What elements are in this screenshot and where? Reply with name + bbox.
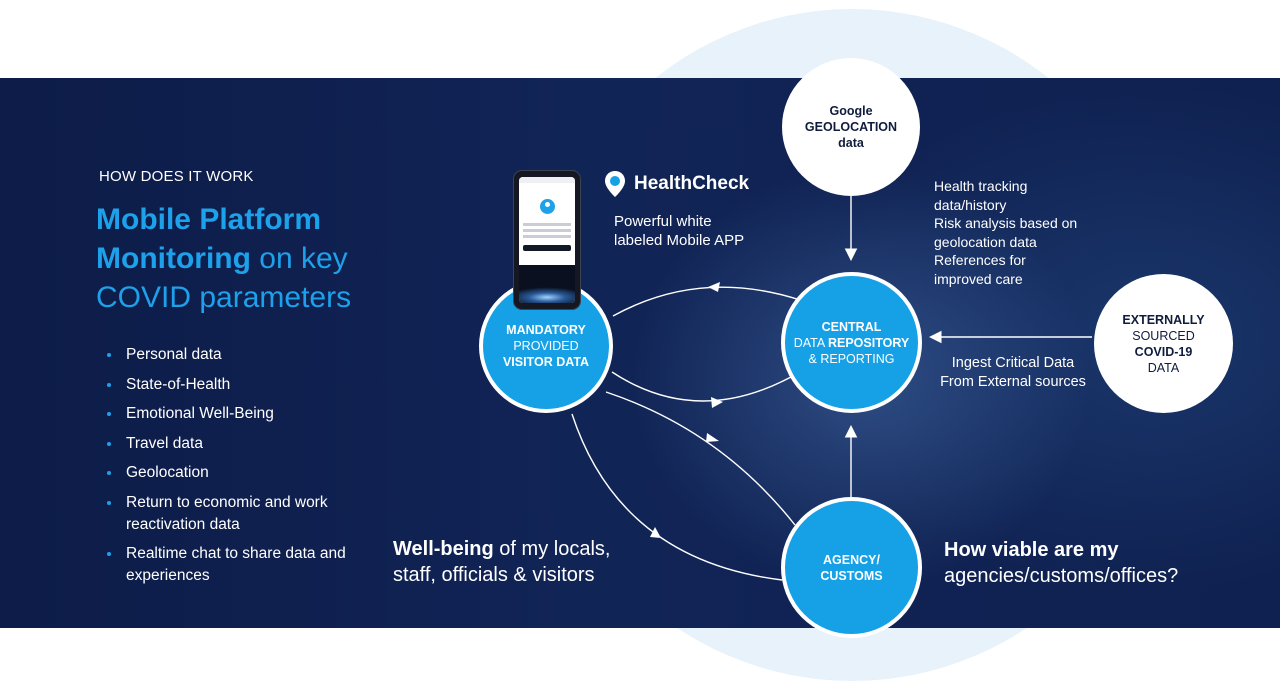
node-central-line2-prefix: DATA	[793, 335, 828, 350]
headline-line3: COVID parameters	[96, 281, 352, 314]
phone-mockup	[513, 170, 581, 310]
feed-note-line: Risk analysis based on	[934, 215, 1078, 231]
headline-line1: Mobile Platform	[96, 203, 322, 236]
wellbeing-bold: Well-being	[393, 538, 494, 560]
list-item: Travel data	[105, 433, 355, 455]
node-agency-line1: AGENCY/	[823, 552, 880, 567]
viability-caption: How viable are my agencies/customs/offic…	[944, 537, 1244, 589]
phone-form-lines	[523, 223, 571, 241]
list-item: Personal data	[105, 344, 355, 366]
node-central-line2: DATA REPOSITORY	[794, 335, 910, 351]
page-title: Mobile Platform Monitoring on key COVID …	[96, 200, 416, 317]
ingest-line2: From External sources	[940, 374, 1086, 390]
flow-mandatory-to-agency	[605, 391, 796, 526]
brand-wordmark: HealthCheck	[634, 173, 750, 194]
node-agency-customs: AGENCY/ CUSTOMS	[781, 497, 922, 638]
feed-note-line: References for	[934, 252, 1026, 268]
node-google-line1: Google	[829, 104, 873, 118]
node-mandatory-visitor-data: MANDATORY PROVIDED VISITOR DATA	[479, 279, 613, 413]
flow-mandatory-to-central-top	[612, 286, 801, 317]
phone-screen	[519, 177, 575, 303]
node-central-repository: CENTRAL DATA REPOSITORY & REPORTING	[781, 272, 922, 413]
feed-note-line: geolocation data	[934, 233, 1037, 250]
healthcheck-brand: HealthCheck	[604, 170, 749, 198]
healthcheck-logo-icon	[605, 171, 625, 197]
node-central-line2-bold: REPOSITORY	[827, 335, 910, 350]
feed-note-line: Health tracking	[934, 178, 1028, 194]
central-feed-notes: Health tracking data/history Risk analys…	[934, 177, 1104, 288]
list-item: Geolocation	[105, 462, 355, 484]
dark-banner	[0, 78, 1280, 628]
app-description: Powerful white labeled Mobile APP	[614, 213, 745, 249]
phone-continue-button	[523, 245, 571, 251]
location-pin-icon	[540, 199, 555, 214]
node-central-line1: CENTRAL	[821, 319, 882, 334]
node-central-line3: & REPORTING	[808, 351, 895, 366]
phone-earth-image	[519, 265, 575, 303]
arrowhead-bottom-arc	[711, 397, 723, 408]
node-external-line2: SOURCED	[1132, 328, 1195, 343]
node-external-line4: DATA	[1147, 360, 1180, 375]
wellbeing-line2: staff, officials & visitors	[393, 564, 595, 586]
ingest-line1: Ingest Critical Data	[951, 355, 1075, 371]
feed-note-line: improved care	[934, 270, 1023, 287]
node-mandatory-line2: PROVIDED	[513, 339, 579, 353]
wellbeing-caption: Well-being of my locals, staff, official…	[393, 536, 610, 588]
list-item: Emotional Well-Being	[105, 403, 355, 425]
node-external-line1: EXTERNALLY	[1122, 312, 1205, 327]
node-mandatory-line3: VISITOR DATA	[502, 355, 590, 369]
headline-line2-rest: on key	[250, 242, 348, 275]
section-kicker: HOW DOES IT WORK	[99, 168, 254, 185]
parameter-list: Personal data State-of-Health Emotional …	[105, 344, 355, 595]
node-external-covid-data: EXTERNALLY SOURCED COVID-19 DATA	[1094, 274, 1233, 413]
node-google-line3: data	[838, 136, 864, 150]
node-mandatory-line1: MANDATORY	[506, 323, 586, 337]
arrowhead-to-agency	[706, 433, 719, 442]
node-google-geolocation: Google GEOLOCATION data	[782, 58, 920, 196]
phone-status-bar	[519, 177, 575, 183]
wellbeing-rest: of my locals,	[493, 538, 611, 560]
headline-line2-bold: Monitoring	[96, 242, 251, 275]
feed-note-line: data/history	[934, 196, 1007, 213]
list-item: Realtime chat to share data and experien…	[105, 543, 355, 587]
viable-bold: How viable are my	[944, 539, 1119, 561]
node-google-line2: GEOLOCATION	[804, 120, 898, 134]
ingest-note: Ingest Critical Data From External sourc…	[928, 354, 1098, 392]
arrowhead-top-arc	[708, 282, 720, 292]
flow-agency-to-mandatory	[571, 413, 783, 581]
arrowhead-outer-arc	[650, 527, 661, 538]
node-agency-line2: CUSTOMS	[820, 568, 883, 583]
node-external-line3: COVID-19	[1134, 344, 1193, 359]
viable-line2: agencies/customs/offices?	[944, 565, 1179, 587]
flow-central-to-mandatory-bottom	[611, 371, 801, 402]
list-item: State-of-Health	[105, 374, 355, 396]
list-item: Return to economic and work reactivation…	[105, 492, 355, 536]
